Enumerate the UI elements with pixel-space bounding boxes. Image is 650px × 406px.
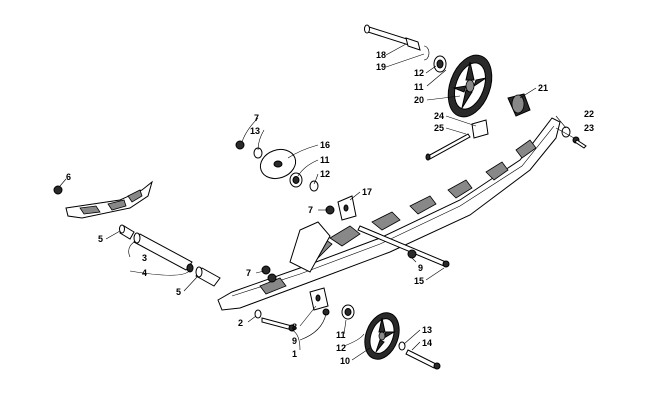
callout-18: 18 [376,50,386,60]
callout-5: 5 [176,287,181,297]
callout-5: 5 [98,234,103,244]
callout-13: 13 [250,126,260,136]
idler-wheel-20 [447,54,493,118]
callout-23: 23 [584,123,594,133]
callout-8: 8 [292,322,297,332]
callout-1: 1 [292,349,297,359]
ring-12-middle [309,180,319,192]
callout-16: 16 [320,140,330,150]
callout-19: 19 [376,62,386,72]
callout-6: 6 [66,172,71,182]
callout-10: 10 [340,356,350,366]
bolt-23 [572,136,587,149]
bolt-1 [261,317,296,332]
wheel-10 [364,312,400,360]
spacer-5-front [119,224,135,240]
wheel-16 [259,148,297,180]
washer-13-lower [398,341,406,351]
retaining-ring-19 [423,45,430,61]
callout-11: 11 [414,82,424,92]
cross-bolt-15 [357,225,450,268]
cross-shaft-3 [133,232,193,271]
wheel-hub-21 [507,93,531,117]
nut-9-right [407,249,417,259]
callout-7: 7 [254,113,259,123]
callout-12: 12 [336,343,346,353]
callout-20: 20 [414,95,424,105]
front-rail-segment [65,180,153,219]
callout-13: 13 [422,325,432,335]
bolt-14 [405,349,441,370]
bearing-11-middle [289,172,303,188]
callout-15: 15 [414,276,424,286]
top-shaft-18 [364,24,421,51]
bearing-12-top [433,55,447,73]
main-rail [217,117,561,311]
callouts: 18 19 12 11 20 21 22 23 24 25 7 13 16 11… [66,50,594,366]
callout-9: 9 [418,263,423,273]
spacer-5-rear [195,266,221,287]
nut-7-upper [235,140,245,150]
callout-9: 9 [292,336,297,346]
callout-14: 14 [422,338,432,348]
bracket-24 [471,119,489,139]
axle-bracket-17 [337,195,357,221]
nut-7-lower [261,265,277,283]
callout-11: 11 [336,330,346,340]
callout-7: 7 [246,268,251,278]
bolt-25 [425,133,471,161]
callout-22: 22 [584,109,594,119]
callout-4: 4 [142,268,147,278]
bearing-11-lower [341,304,355,320]
callout-3: 3 [142,253,147,263]
callout-24: 24 [434,111,444,121]
callout-2: 2 [238,318,243,328]
callout-12: 12 [320,169,330,179]
ring-4 [186,263,194,273]
rail-mount-bracket [289,221,331,273]
callout-7: 7 [308,205,313,215]
callout-12: 12 [414,68,424,78]
callout-21: 21 [538,83,548,93]
callout-17: 17 [362,187,372,197]
callout-25: 25 [434,123,444,133]
callout-11: 11 [320,155,330,165]
axle-bracket-8 [309,287,329,311]
nut-6 [53,185,63,195]
washer-2 [254,309,262,319]
leader-lines [59,43,575,361]
